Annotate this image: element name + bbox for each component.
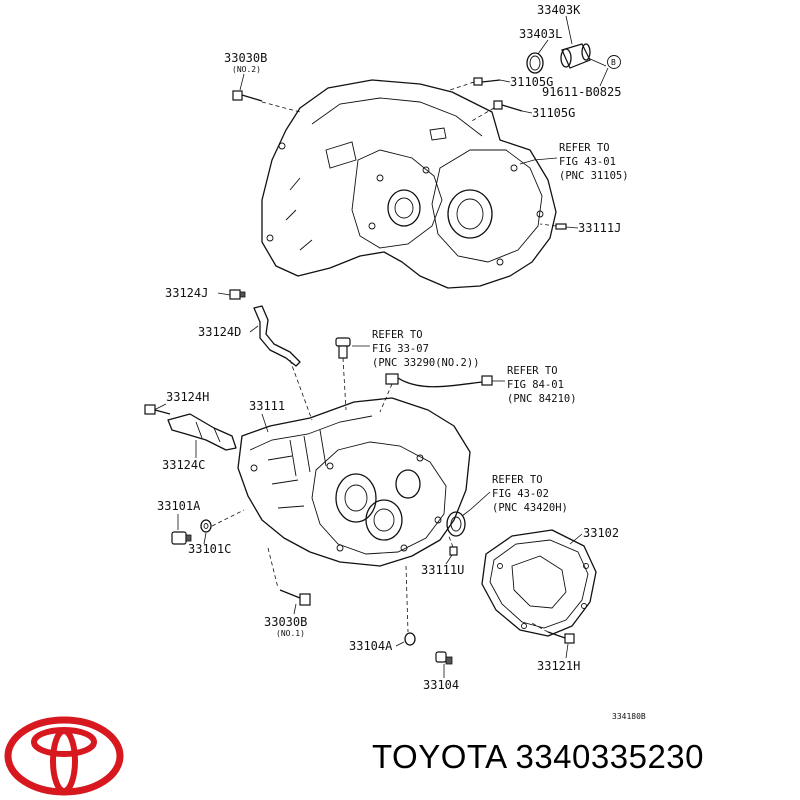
bolt-31105g-1-icon (449, 77, 501, 91)
ref2-line2: FIG 33-07 (372, 343, 429, 355)
transmission-case-drawing (237, 397, 471, 567)
cover-33102-drawing (481, 529, 597, 637)
ref4-line1: REFER TO (492, 474, 543, 486)
bracket-33124d-icon (253, 305, 313, 421)
sensor-33290-icon (335, 337, 351, 411)
ref3-line2: FIG 84-01 (507, 379, 564, 391)
clutch-housing-drawing (261, 79, 557, 289)
label-no1: (NO.1) (276, 629, 305, 638)
ref1-line3: (PNC 31105) (559, 170, 629, 182)
ref4-line3: (PNC 43420H) (492, 502, 568, 514)
speed-sensor-84210-icon (379, 373, 493, 413)
toyota-logo-icon (4, 716, 124, 796)
label-33124j: 33124J (165, 286, 208, 300)
label-33101a: 33101A (157, 499, 201, 513)
label-33403l: 33403L (519, 27, 562, 41)
sleeve-33403k-icon (560, 43, 591, 69)
bolt-33030b-bottom-icon (267, 547, 311, 606)
pin-33111j-icon (539, 223, 567, 230)
ref2-line3: (PNC 33290(NO.2)) (372, 357, 479, 369)
ref2-line1: REFER TO (372, 329, 423, 341)
label-33111: 33111 (249, 399, 285, 413)
label-31105g-1: 31105G (510, 75, 553, 89)
washer-33101c-icon (200, 509, 245, 533)
plug-33124j-icon (229, 289, 246, 300)
plug-33101a-icon (171, 531, 192, 545)
bolt-31105g-2-icon (469, 100, 523, 123)
circle-b-letter: B (611, 58, 616, 67)
label-33030b-bottom: 33030B (264, 615, 307, 629)
label-33111u: 33111U (421, 563, 464, 577)
label-33124d: 33124D (198, 325, 241, 339)
bolt-33124h-icon (144, 404, 171, 415)
brand-part-number: TOYOTA 3340335230 (372, 738, 705, 775)
ref1-line1: REFER TO (559, 142, 610, 154)
label-33111j: 33111J (578, 221, 621, 235)
label-33102: 33102 (583, 526, 619, 540)
label-33030b-top: 33030B (224, 51, 267, 65)
label-33101c: 33101C (188, 542, 231, 556)
washer-33104a-icon (404, 565, 416, 646)
circle-b-icon: B (607, 55, 621, 69)
label-33121h: 33121H (537, 659, 580, 673)
bolt-33121h-icon (529, 621, 575, 644)
label-no2: (NO.2) (232, 65, 261, 74)
label-91611-b0825: 91611-B0825 (542, 85, 621, 99)
ref4-line2: FIG 43-02 (492, 488, 549, 500)
ref3-line3: (PNC 84210) (507, 393, 577, 405)
bolt-33030b-top-icon (232, 90, 301, 113)
label-33104: 33104 (423, 678, 459, 692)
label-33403k: 33403K (537, 3, 581, 17)
label-33124h: 33124H (166, 390, 209, 404)
ref3-line1: REFER TO (507, 365, 558, 377)
ref1-line2: FIG 43-01 (559, 156, 616, 168)
label-33124c: 33124C (162, 458, 205, 472)
label-33104a: 33104A (349, 639, 393, 653)
ring-33403l-icon (526, 52, 544, 74)
figure-code: 334180B (612, 712, 646, 721)
label-31105g-2: 31105G (532, 106, 575, 120)
bracket-33124c-icon (167, 413, 237, 451)
pin-33111u-icon (447, 533, 458, 556)
plug-33104-icon (435, 651, 453, 665)
